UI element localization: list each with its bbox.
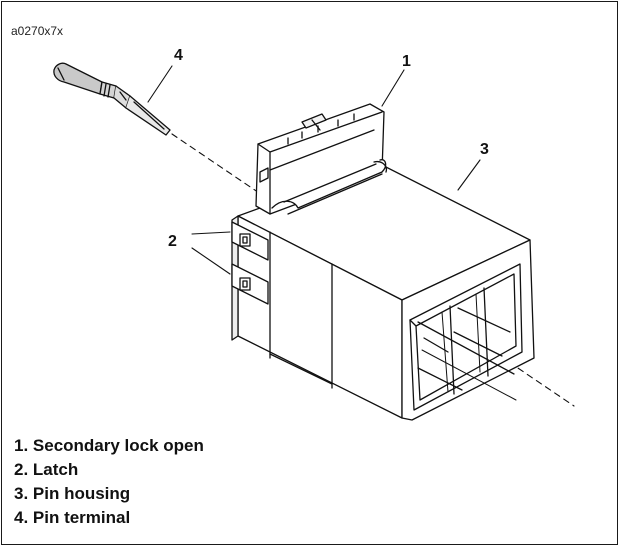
latch (231, 221, 269, 305)
callout-3: 3 (480, 141, 489, 158)
leader-4 (147, 65, 173, 103)
legend-list: 1. Secondary lock open 2. Latch 3. Pin h… (14, 434, 204, 530)
pin-terminal (53, 62, 171, 136)
legend-item: 3. Pin housing (14, 484, 131, 503)
secondary-lock (255, 103, 388, 215)
legend-item: 2. Latch (14, 460, 79, 479)
callout-4: 4 (174, 47, 183, 64)
figure-id: a0270x7x (11, 24, 64, 38)
leader-1 (381, 69, 405, 107)
leader-2-bottom (191, 247, 231, 275)
legend-item: 1. Secondary lock open (14, 436, 204, 455)
leader-2-top (191, 231, 231, 235)
legend-item: 4. Pin terminal (14, 508, 131, 527)
callout-2: 2 (168, 233, 177, 250)
callout-1: 1 (402, 53, 411, 70)
leader-3 (457, 159, 481, 191)
